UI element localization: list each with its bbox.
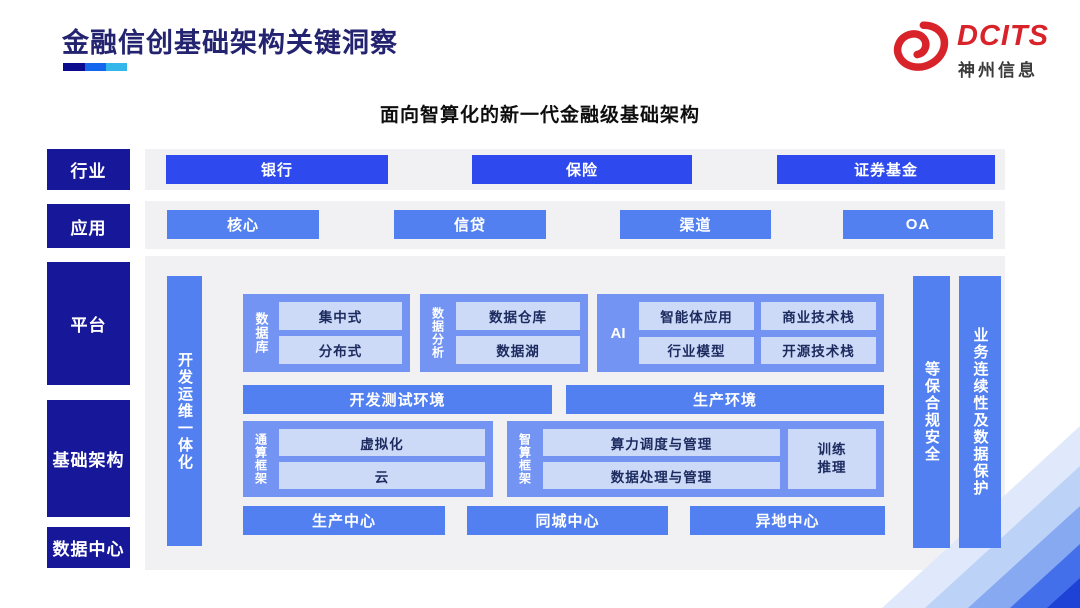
general-computing-framework-section: 通算框架 虚拟化 云 <box>243 421 493 497</box>
title-underline-segment-cyan <box>106 63 127 71</box>
center-production: 生产中心 <box>243 506 445 535</box>
rail-infrastructure: 基础架构 <box>47 400 130 517</box>
title-underline-segment-dark <box>63 63 85 71</box>
dcits-logo-text: DCITS <box>957 20 1049 52</box>
industry-item-securities: 证券基金 <box>777 155 995 184</box>
ai-section: AI 智能体应用 商业技术栈 行业模型 开源技术栈 <box>597 294 884 372</box>
rail-application: 应用 <box>47 204 130 248</box>
application-item-core: 核心 <box>167 210 319 239</box>
analytics-section-label: 数据分析 <box>430 307 445 359</box>
industry-item-insurance: 保险 <box>472 155 692 184</box>
general-item-virtualization: 虚拟化 <box>279 429 485 456</box>
rail-industry: 行业 <box>47 149 130 190</box>
intelligent-item-training-inference: 训练 推理 <box>788 429 876 489</box>
ai-item-agent-apps: 智能体应用 <box>639 302 754 330</box>
dev-test-environment-bar: 开发测试环境 <box>243 385 552 414</box>
analytics-section: 数据分析 数据仓库 数据湖 <box>420 294 588 372</box>
diagram-title: 面向智算化的新一代金融级基础架构 <box>379 105 700 126</box>
rail-platform: 平台 <box>47 262 130 385</box>
ai-item-commercial-stack: 商业技术栈 <box>761 302 876 330</box>
analytics-item-warehouse: 数据仓库 <box>456 302 580 330</box>
ai-item-industry-models: 行业模型 <box>639 336 754 364</box>
ai-item-open-source-stack: 开源技术栈 <box>761 336 876 364</box>
database-section-label: 数据库 <box>253 312 269 354</box>
security-compliance-vertical-bar: 等保合规安全 <box>913 276 950 548</box>
application-item-credit: 信贷 <box>394 210 546 239</box>
database-item-centralized: 集中式 <box>279 302 402 330</box>
general-item-cloud: 云 <box>279 462 485 489</box>
business-continuity-vertical-bar: 业务连续性及数据保护 <box>959 276 1001 548</box>
center-remote: 异地中心 <box>690 506 885 535</box>
dcits-company-name: 神州信息 <box>958 61 1038 80</box>
intelligent-computing-framework-section: 智算框架 算力调度与管理 数据处理与管理 训练 推理 <box>507 421 884 497</box>
analytics-item-lake: 数据湖 <box>456 336 580 364</box>
devops-vertical-bar: 开发运维一体化 <box>167 276 202 546</box>
ai-section-label: AI <box>610 324 626 342</box>
title-underline-segment-blue <box>85 63 106 71</box>
intelligent-item-compute-scheduling: 算力调度与管理 <box>543 429 780 456</box>
application-item-oa: OA <box>843 210 993 239</box>
center-same-city: 同城中心 <box>467 506 668 535</box>
production-environment-bar: 生产环境 <box>566 385 884 414</box>
database-section: 数据库 集中式 分布式 <box>243 294 410 372</box>
general-framework-label: 通算框架 <box>253 433 268 485</box>
rail-datacenter: 数据中心 <box>47 527 130 568</box>
intelligent-framework-label: 智算框架 <box>517 433 532 485</box>
industry-item-bank: 银行 <box>166 155 388 184</box>
application-item-channel: 渠道 <box>620 210 771 239</box>
page-title: 金融信创基础架构关键洞察 <box>62 28 398 58</box>
dcits-logo-swirl-icon <box>893 21 949 71</box>
database-item-distributed: 分布式 <box>279 336 402 364</box>
intelligent-item-data-processing: 数据处理与管理 <box>543 462 780 489</box>
